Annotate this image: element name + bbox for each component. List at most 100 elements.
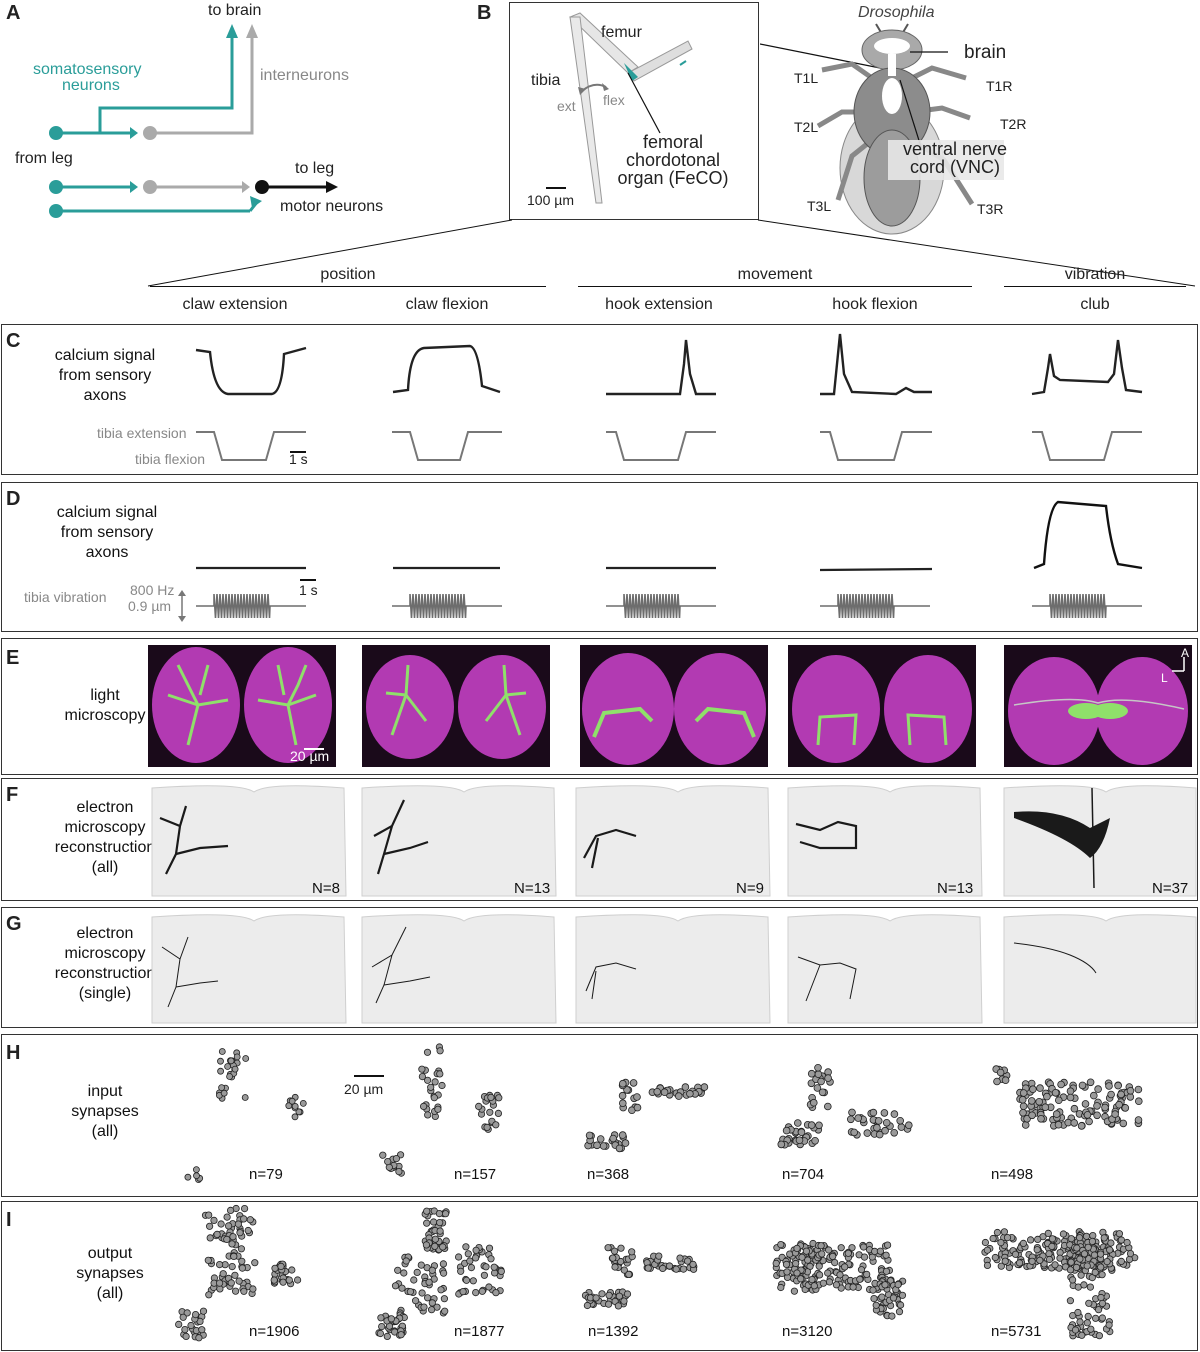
i1-dot-75 (204, 1256, 212, 1264)
i4-dot-166 (793, 1269, 801, 1277)
panel-g-box (1, 907, 1198, 1028)
i3-dot-5 (610, 1247, 619, 1255)
i2-dot-84 (425, 1278, 433, 1286)
i1-dot-50 (206, 1222, 214, 1230)
h4-dot-38 (797, 1128, 806, 1136)
tibia-extension-label: tibia extension (97, 425, 187, 441)
panel-letter-c: C (6, 330, 21, 352)
amp-label: 0.9 µm (128, 598, 172, 614)
i3-dot-79 (614, 1302, 623, 1310)
i5-dot-19 (997, 1262, 1005, 1270)
i1-dot-69 (229, 1233, 237, 1241)
h3-dot-30 (674, 1092, 683, 1100)
t1r-label: T1R (986, 78, 1013, 94)
f-count-4: N=13 (937, 880, 974, 897)
i2-dot-83 (406, 1288, 414, 1296)
i4-dot-177 (832, 1281, 841, 1289)
h1-dot-28 (285, 1102, 293, 1110)
i5-dot-276 (1078, 1331, 1086, 1339)
i5-dot-108 (1125, 1255, 1134, 1264)
i2-dot-77 (394, 1266, 402, 1274)
i5-dot-167 (1126, 1249, 1135, 1258)
h3-dot-11 (618, 1091, 627, 1100)
vibration-stimulus-4 (820, 593, 930, 619)
h-scale-label: 20 µm (344, 1081, 384, 1097)
i3-dot-15 (620, 1266, 628, 1274)
h3-dot-57 (585, 1131, 594, 1140)
h5-dot-123 (1037, 1115, 1045, 1123)
i1-dot-70 (213, 1230, 221, 1239)
i4-dot-165 (836, 1271, 844, 1279)
i3-dot-46 (665, 1262, 674, 1270)
i1-dot-99 (293, 1276, 302, 1284)
e-label-line-2: microscopy (64, 707, 146, 724)
i5-dot-197 (1083, 1262, 1091, 1270)
i1-dot-71 (230, 1252, 238, 1261)
h4-dot-55 (880, 1109, 889, 1117)
i4-dot-179 (818, 1250, 826, 1258)
i5-dot-274 (1076, 1318, 1084, 1326)
i2-dot-125 (490, 1263, 498, 1271)
h5-dot-46 (1078, 1081, 1087, 1090)
i1-dot-3 (228, 1262, 236, 1271)
i2-dot-100 (482, 1263, 490, 1271)
f-count-5: N=37 (1152, 880, 1189, 897)
i5-dot-262 (1076, 1255, 1084, 1263)
i5-dot-94 (983, 1246, 992, 1254)
micro-image-hook-extension (580, 645, 768, 767)
h5-dot-21 (1094, 1085, 1102, 1093)
panel-letter-i: I (6, 1209, 12, 1231)
i2-dot-16 (423, 1219, 431, 1227)
i5-dot-162 (1059, 1230, 1068, 1238)
h5-dot-79 (1035, 1098, 1043, 1106)
i5-dot-229 (1069, 1276, 1077, 1284)
i2-dot-85 (398, 1284, 406, 1292)
i4-dot-186 (895, 1308, 904, 1316)
i4-dot-175 (849, 1283, 857, 1291)
h2-dot-19 (436, 1070, 444, 1078)
i2-dot-73 (400, 1269, 408, 1277)
i1-dot-63 (246, 1216, 254, 1224)
group-movement: movement (737, 266, 813, 283)
h5-dot-120 (1066, 1093, 1075, 1102)
em-single-drawings (151, 914, 1197, 1024)
calcium-traces-c (195, 333, 1143, 461)
h4-dot-46 (777, 1140, 786, 1149)
column-hook-flexion: hook flexion (832, 296, 918, 313)
i1-dot-24 (238, 1264, 246, 1272)
h5-dot-81 (1028, 1097, 1036, 1105)
i5-dot-104 (1100, 1234, 1108, 1242)
h2-dot-11 (418, 1065, 426, 1073)
h5-dot-8 (1135, 1097, 1143, 1105)
h2-dot-23 (434, 1105, 442, 1113)
d-label-line-1: calcium signal (56, 504, 158, 521)
h5-dot-48 (1119, 1119, 1128, 1128)
i2-dot-33 (441, 1210, 450, 1218)
h4-dot-76 (890, 1129, 898, 1137)
h1-dot-8 (233, 1053, 241, 1061)
i3-dot-11 (617, 1244, 625, 1252)
panel-letter-g: G (6, 913, 22, 935)
panel-f-box (1, 778, 1198, 901)
i1-dot-59 (238, 1257, 246, 1265)
i4-dot-123 (882, 1251, 890, 1259)
i4-dot-164 (841, 1263, 849, 1271)
h4-dot-41 (815, 1121, 823, 1130)
vnc-label: ventral nerve cord (VNC) (893, 140, 1017, 176)
h1-dot-20 (224, 1063, 232, 1070)
i5-dot-177 (1019, 1239, 1028, 1248)
i5-dot-141 (997, 1238, 1005, 1247)
micro-image-club (1004, 645, 1192, 767)
h3-dot-13 (633, 1103, 642, 1112)
h4-dot-49 (793, 1119, 802, 1127)
h3-dot-6 (618, 1099, 627, 1107)
h5-dot-102 (1019, 1089, 1028, 1097)
h1-dot-11 (241, 1094, 249, 1101)
h4-dot-15 (807, 1069, 816, 1078)
micro-image-claw-extension (148, 645, 336, 767)
i4-dot-84 (848, 1244, 856, 1252)
i1-dot-96 (270, 1276, 278, 1284)
h1-dot-30 (299, 1100, 307, 1107)
h3-dot-37 (653, 1087, 661, 1096)
h-count-1: n=79 (249, 1166, 283, 1183)
